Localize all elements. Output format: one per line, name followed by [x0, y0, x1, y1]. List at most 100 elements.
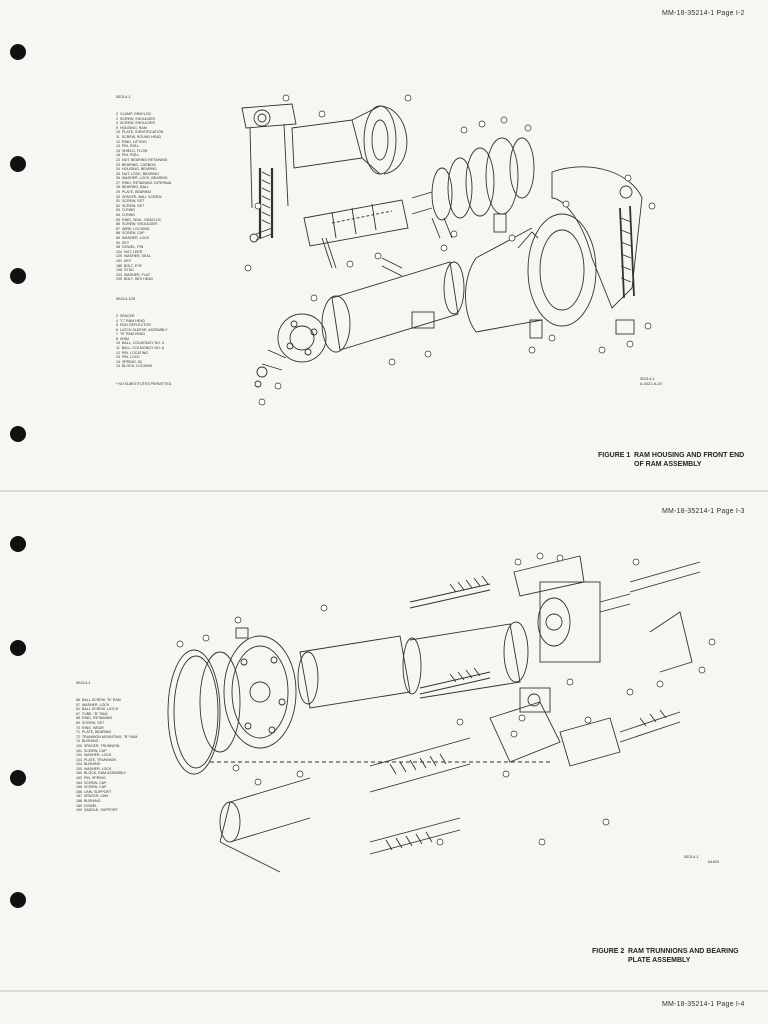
parts-list-item: 29 PLATE, BEARING	[116, 190, 152, 195]
parts-list-item: 56 BALL SCREW, "B" RAM	[76, 697, 121, 702]
parts-list-item: 3 SCREW, SHOULDER	[116, 116, 156, 121]
binder-hole	[10, 536, 26, 552]
parts-list-item: 16 PIN, ROLL	[116, 153, 140, 158]
parts-list-item: 2 SPACER	[116, 313, 135, 318]
parts-list-item: 10 PLATE, IDENTIFICATION	[116, 130, 164, 135]
art-id-number: 35214-1	[684, 854, 699, 859]
parts-list-item: 125 WASHER, SEAL	[116, 254, 151, 259]
manual-page-3: MM-18-35214-1 Page I-4	[0, 992, 768, 1024]
parts-list-item: 12 PIN, LOCATING	[116, 350, 149, 355]
parts-list-item: 57 WASHER, LOCK	[76, 702, 110, 707]
parts-list-item: 54 O-RING	[116, 213, 135, 218]
parts-list-item: 28 BEARING, BALL	[116, 185, 149, 190]
parts-list-item: 67 TUBE, "B" RAM	[76, 711, 108, 716]
parts-list-item: 24 HOUSING, BEARING	[116, 167, 157, 172]
parts-list-item: 69 SCREW, SET	[76, 720, 105, 725]
parts-list-item: 89 WASHER, LOCK	[116, 236, 150, 240]
parts-list-item: 15 BLOCK, LOCKING	[116, 364, 153, 369]
exploded-view-drawing	[167, 552, 716, 873]
page-reference: MM-18-35214-1 Page I-4	[662, 1001, 745, 1008]
parts-list-item: 104 BUSHING	[76, 762, 101, 767]
parts-list-item: 198 STUD	[116, 268, 134, 273]
binder-hole	[10, 44, 26, 60]
parts-list-item: 22 NUT, BEARING RETAINING	[116, 157, 168, 162]
parts-list-item: 5 ROD DEFLECTOR	[116, 323, 151, 328]
parts-list-item: 187 SPACER, LINK	[76, 794, 109, 799]
parts-list-item: 101 SCREW, CAP	[76, 748, 107, 753]
parts-list-item: 25 NUT, LOCK, BEARING	[116, 171, 159, 176]
parts-list-item: 160 BLOCK, RAM ASSEMBLY	[76, 771, 127, 776]
binder-hole	[10, 426, 26, 442]
figure-title-line2: OF RAM ASSEMBLY	[634, 461, 702, 468]
parts-list-item: 7 "B" RAM HEAD	[116, 332, 145, 337]
art-id: 35214-1 #4403	[684, 854, 719, 864]
parts-list-item: 103 PLATE, TRUNNION	[76, 757, 117, 762]
binder-hole	[10, 770, 26, 786]
binder-hole	[10, 268, 26, 284]
parts-list-item: 2 CLAMP, GRAYLOC	[116, 111, 152, 116]
parts-list-item: 13 PIN, ROLL	[116, 144, 140, 149]
parts-list-item: 11 BALL, COLMONOY NO. 6	[116, 346, 164, 351]
parts-list-item: 53 O-RING	[116, 208, 135, 213]
parts-note: * NO SUBSTITUTES PERMITTED	[116, 382, 172, 387]
parts-list-item: 87 WIRE, LOCKING	[116, 226, 150, 231]
figure-title-line1: RAM HOUSING AND FRONT END	[634, 452, 745, 459]
parts-list-item: 186 LINK, SUPPORT	[76, 789, 112, 794]
art-id: 35214-1 #-3021-6-20	[640, 376, 662, 386]
parts-list-item: 189 DOWEL	[76, 803, 98, 808]
parts-list-item: 70 RING, WEAR	[76, 725, 104, 730]
parts-list-item: 11 SCREW, ROUND HEAD	[116, 134, 162, 139]
parts-list-item: 124 NUT, LEER	[116, 249, 143, 254]
art-id-sub: #4403	[708, 859, 720, 864]
page-reference: MM-18-35214-1 Page I-2	[662, 10, 745, 17]
parts-list-item: 164 SCREW, CAP	[76, 780, 107, 785]
parts-list-item: 12 RING, LIFTING	[116, 139, 147, 144]
manual-page-1: MM-18-35214-1 Page I-2 35214-1 2 CLAMP, …	[0, 0, 768, 490]
parts-list-item: 98 DOWEL, PIN	[116, 245, 144, 250]
binder-hole	[10, 640, 26, 656]
art-id-number: 35214-1	[640, 376, 655, 381]
parts-list-item: 72 TRUNNION MOUNTING, "B" RAM	[76, 734, 138, 739]
parts-list-item: 4 SCREW, SHOULDER	[116, 121, 156, 126]
parts-list-item: 105 WASHER, LOCK	[76, 766, 112, 771]
parts-list-title: 35214-1	[116, 94, 131, 100]
binder-hole	[10, 156, 26, 172]
parts-list-item: 6 LATCH SLEEVE, ASSEMBLY	[116, 327, 168, 332]
parts-list-item: 63 RING, SEAL, GRAYLOC	[116, 217, 162, 222]
parts-list-item: 86 SCREW, SHOULDER	[116, 222, 158, 227]
art-id-sub: #-3021-6-20	[640, 381, 662, 386]
parts-list-item: 88 SCREW, CAP	[116, 231, 145, 236]
parts-list-title: 35214-125	[116, 296, 136, 302]
figure-title-line1: RAM TRUNNIONS AND BEARING	[628, 948, 739, 955]
parts-list-item: 68 RING, RETAINING	[76, 716, 113, 721]
manual-page-2: MM-18-35214-1 Page I-3 35214-1 56 BALL S…	[0, 492, 768, 990]
parts-list-item: 52 SCREW, SET	[116, 203, 145, 208]
parts-list-item: 74 BUSHING	[76, 739, 99, 744]
binder-hole	[10, 892, 26, 908]
parts-list-item: 26 WASHER, LOCK, BEARING	[116, 176, 168, 181]
parts-list-item: 14 SHIELD, FLOW	[116, 148, 148, 153]
parts-list-item: 27 RING, RETAINING, INTERNAL	[116, 180, 173, 185]
figure-number: FIGURE 2	[592, 948, 625, 955]
figure-number: FIGURE 1	[598, 452, 631, 459]
parts-list-item: 14 SPRING, 50	[116, 359, 142, 364]
parts-list-item: 151 KEY	[116, 258, 132, 263]
parts-list-item: 23 BEARING, CARBON	[116, 162, 156, 167]
parts-list-item: 8 SHIM	[116, 336, 129, 341]
parts-list-item: 190 SADDLE, SUPPORT	[76, 808, 118, 813]
parts-list-item: 203 WASHER, FLAT	[116, 272, 151, 277]
parts-list-item: 166 SCREW, CAP	[76, 785, 107, 790]
page-reference: MM-18-35214-1 Page I-3	[662, 508, 745, 515]
parts-list-item: 90 KEY	[116, 240, 130, 245]
parts-list-item: 188 BUSHING	[76, 799, 101, 804]
parts-list-item: 185 BOLT, EYE	[116, 263, 142, 268]
parts-list-item: 71 PLATE, BEARING	[76, 730, 112, 735]
parts-list-item: 13 PIN, LOCK	[116, 355, 140, 360]
parts-list-item: 51 SCREW, SET	[116, 199, 145, 204]
